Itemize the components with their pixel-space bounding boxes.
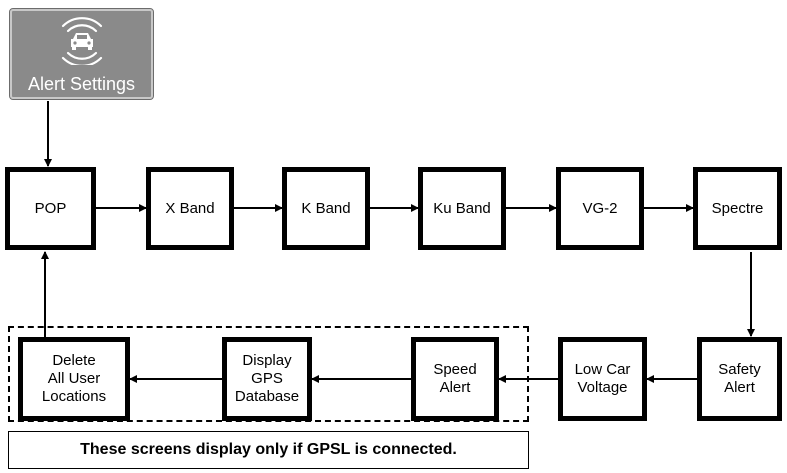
alert-settings-label: Alert Settings <box>27 74 136 94</box>
node-low-car-voltage-label: Low Car Voltage <box>574 361 631 396</box>
node-vg2-label: VG-2 <box>582 199 618 217</box>
node-pop: POP <box>5 167 96 250</box>
node-k-band: K Band <box>282 167 370 250</box>
node-delete-all-user-locations-label: Delete All User Locations <box>41 352 107 405</box>
node-safety-alert-label: Safety Alert <box>718 361 761 396</box>
node-display-gps-database-label: Display GPS Database <box>234 352 300 405</box>
node-safety-alert: Safety Alert <box>697 337 782 421</box>
node-speed-alert-label: Speed Alert <box>433 361 477 396</box>
node-x-band-label: X Band <box>165 199 215 217</box>
gpsl-note-text: These screens display only if GPSL is co… <box>80 441 457 458</box>
node-spectre-label: Spectre <box>711 199 764 217</box>
node-display-gps-database: Display GPS Database <box>222 337 312 421</box>
node-ku-band-label: Ku Band <box>433 199 491 217</box>
gpsl-group-dashed-border <box>8 326 529 422</box>
node-speed-alert: Speed Alert <box>411 337 499 421</box>
gpsl-note: These screens display only if GPSL is co… <box>8 431 529 469</box>
node-k-band-label: K Band <box>301 199 351 217</box>
alert-settings-tile[interactable]: Alert Settings <box>9 8 154 100</box>
node-spectre: Spectre <box>693 167 782 250</box>
node-ku-band: Ku Band <box>418 167 506 250</box>
node-vg2: VG-2 <box>556 167 644 250</box>
node-x-band: X Band <box>146 167 234 250</box>
car-radar-icon <box>61 17 102 65</box>
node-pop-label: POP <box>34 199 67 217</box>
node-delete-all-user-locations: Delete All User Locations <box>18 337 130 421</box>
node-low-car-voltage: Low Car Voltage <box>558 337 647 421</box>
